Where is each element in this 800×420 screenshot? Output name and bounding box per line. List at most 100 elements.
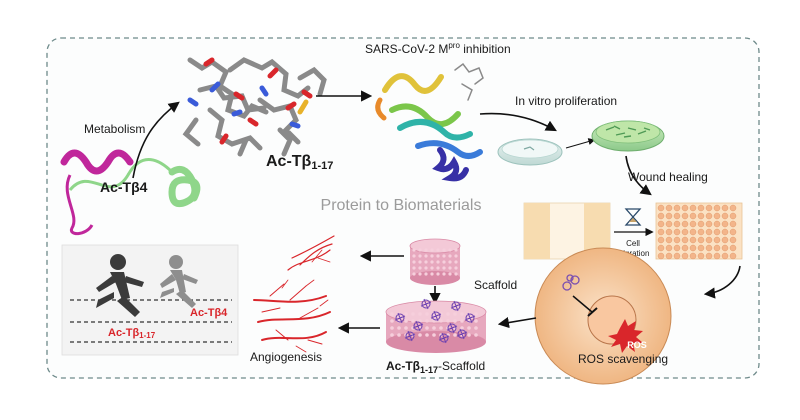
texture-dot bbox=[442, 266, 446, 270]
scaffold-label: Scaffold bbox=[474, 278, 517, 292]
texture-dot bbox=[436, 254, 440, 258]
texture-dot bbox=[689, 252, 697, 260]
texture-dot bbox=[418, 266, 422, 270]
texture-dot bbox=[432, 333, 436, 337]
metabolism-label: Metabolism bbox=[84, 122, 145, 136]
sars-mpro-label: SARS-CoV-2 Mpro inhibition bbox=[365, 41, 511, 56]
texture-dot bbox=[439, 326, 443, 330]
texture-dot bbox=[673, 212, 681, 220]
texture-dot bbox=[424, 260, 428, 264]
texture-dot bbox=[390, 312, 394, 316]
texture-dot bbox=[689, 220, 697, 228]
texture-dot bbox=[467, 326, 471, 330]
texture-dot bbox=[442, 260, 446, 264]
drug-molecule-marker bbox=[438, 332, 450, 344]
texture-dot bbox=[418, 260, 422, 264]
runner-panel bbox=[61, 244, 239, 356]
texture-dot bbox=[713, 236, 721, 244]
texture-dot bbox=[418, 254, 422, 258]
texture-dot bbox=[425, 326, 429, 330]
arrow-to-ros bbox=[703, 265, 741, 299]
texture-dot bbox=[424, 248, 428, 252]
texture-dot bbox=[446, 312, 450, 316]
texture-dot bbox=[418, 333, 422, 337]
ros-molecule-icon bbox=[562, 274, 580, 291]
drug-molecule-marker bbox=[464, 312, 476, 324]
texture-dot bbox=[454, 272, 458, 276]
texture-dot bbox=[432, 326, 436, 330]
migration-label: migration bbox=[617, 249, 650, 258]
arrow-to-loaded-scaffold bbox=[497, 317, 537, 329]
texture-dot bbox=[665, 252, 673, 260]
texture-dot bbox=[430, 272, 434, 276]
texture-dot bbox=[673, 228, 681, 236]
texture-dot bbox=[390, 333, 394, 337]
texture-dot bbox=[705, 236, 713, 244]
texture-dot bbox=[657, 204, 665, 212]
texture-dot bbox=[697, 204, 705, 212]
texture-dot bbox=[453, 333, 457, 337]
ac-tb4-ribbon bbox=[60, 149, 201, 236]
texture-dot bbox=[657, 220, 665, 228]
cell-label: Cell bbox=[626, 239, 640, 248]
drug-molecule-marker bbox=[394, 312, 406, 324]
texture-dot bbox=[689, 204, 697, 212]
texture-dot bbox=[474, 333, 478, 337]
texture-dot bbox=[721, 236, 729, 244]
texture-dot bbox=[412, 248, 416, 252]
wound-panel-after bbox=[655, 202, 743, 260]
texture-dot bbox=[404, 326, 408, 330]
texture-dot bbox=[442, 248, 446, 252]
drug-molecule-marker bbox=[420, 298, 432, 310]
texture-dot bbox=[673, 236, 681, 244]
texture-dot bbox=[721, 228, 729, 236]
petri-dish-proliferated bbox=[591, 120, 665, 152]
texture-dot bbox=[713, 228, 721, 236]
texture-dot bbox=[454, 266, 458, 270]
arrow-dish-to-dish bbox=[565, 138, 596, 149]
texture-dot bbox=[729, 220, 737, 228]
texture-dot bbox=[665, 228, 673, 236]
texture-dot bbox=[713, 212, 721, 220]
runner-back-silhouette bbox=[160, 255, 198, 308]
texture-dot bbox=[390, 319, 394, 323]
texture-dot bbox=[474, 326, 478, 330]
texture-dot bbox=[454, 260, 458, 264]
texture-dot bbox=[430, 248, 434, 252]
runner-tb117-label: Ac-Tβ1-17 bbox=[108, 327, 156, 340]
texture-dot bbox=[430, 254, 434, 258]
texture-dot bbox=[729, 204, 737, 212]
in-vitro-label: In vitro proliferation bbox=[515, 94, 617, 108]
texture-dot bbox=[418, 272, 422, 276]
texture-dot bbox=[418, 312, 422, 316]
texture-dot bbox=[721, 220, 729, 228]
ros-burst-icon bbox=[608, 319, 643, 353]
texture-dot bbox=[412, 254, 416, 258]
texture-dot bbox=[397, 333, 401, 337]
texture-dot bbox=[705, 204, 713, 212]
texture-dot bbox=[442, 272, 446, 276]
texture-dot bbox=[697, 236, 705, 244]
texture-dot bbox=[681, 204, 689, 212]
texture-dot bbox=[448, 248, 452, 252]
texture-dot bbox=[689, 212, 697, 220]
texture-dot bbox=[404, 312, 408, 316]
texture-dot bbox=[705, 228, 713, 236]
texture-dot bbox=[713, 204, 721, 212]
drug-molecule-marker bbox=[412, 320, 424, 332]
inhibition-line bbox=[572, 295, 593, 313]
texture-dot bbox=[460, 312, 464, 316]
texture-dot bbox=[454, 254, 458, 258]
texture-dot bbox=[721, 212, 729, 220]
texture-dot bbox=[448, 260, 452, 264]
texture-dot bbox=[673, 220, 681, 228]
texture-dot bbox=[721, 252, 729, 260]
texture-dot bbox=[705, 220, 713, 228]
texture-dot bbox=[681, 244, 689, 252]
texture-dot bbox=[665, 220, 673, 228]
texture-dot bbox=[729, 252, 737, 260]
texture-dot bbox=[454, 248, 458, 252]
texture-dot bbox=[424, 254, 428, 258]
arrow-to-wound bbox=[625, 155, 652, 196]
